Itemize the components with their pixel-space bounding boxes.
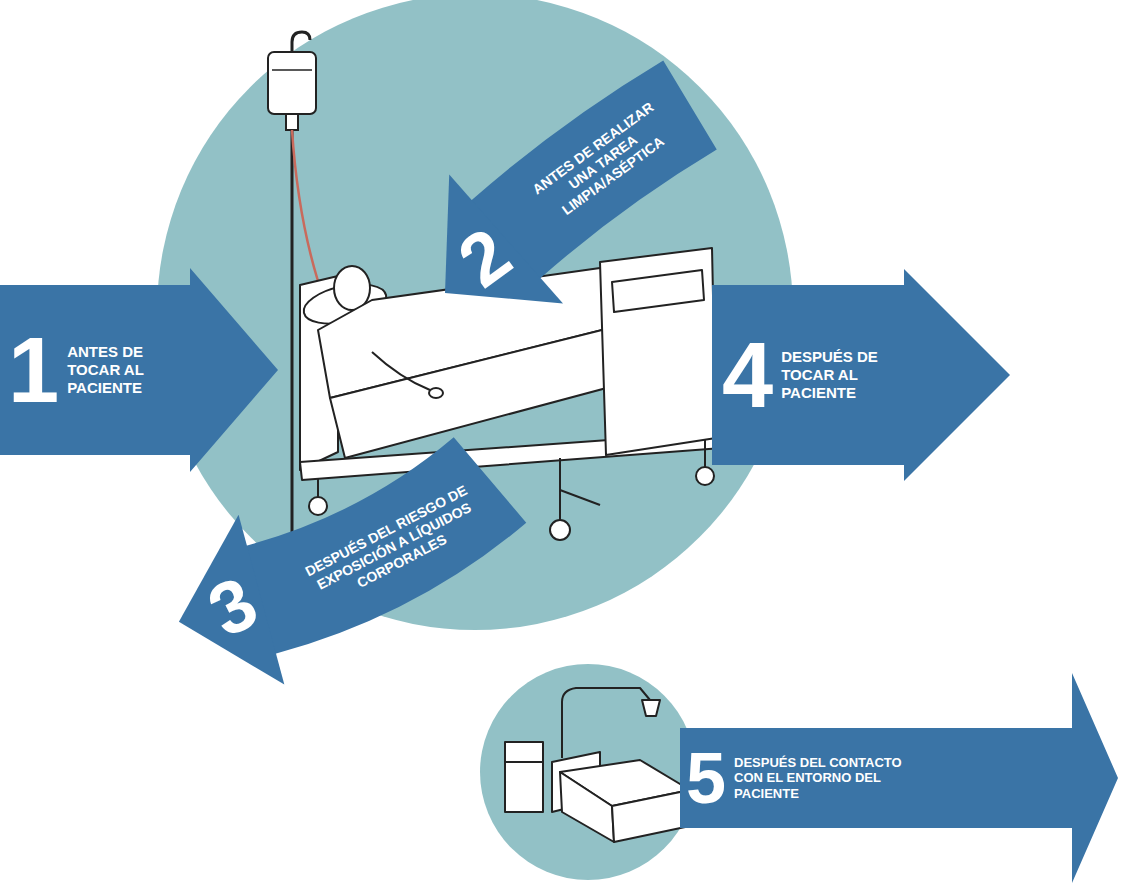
moment-arrow: 2ANTES DE REALIZAR UNA TAREA LIMPIA/ASÉP… [400, 50, 730, 320]
bed-wheel [696, 467, 714, 485]
footboard [600, 248, 716, 455]
iv-bag-mark [272, 69, 312, 71]
moment-number: 1 [8, 324, 59, 416]
moment-number: 5 [686, 742, 726, 814]
lamp-shade [642, 700, 660, 716]
moment-arrow: 4DESPUÉS DE TOCAR AL PACIENTE [712, 268, 1010, 481]
moment-label: DESPUÉS DEL CONTACTO CON EL ENTORNO DEL … [734, 755, 916, 802]
arrow-head [179, 515, 284, 685]
arrow-body [712, 269, 1010, 481]
environment-circle [480, 664, 696, 880]
moment-arrow: 1ANTES DE TOCAR AL PACIENTE [0, 268, 278, 472]
patient-arm [372, 352, 430, 390]
iv-bag [268, 52, 316, 114]
bed-pedal [560, 490, 600, 505]
bed-front [612, 790, 690, 842]
bed-leg [317, 478, 319, 497]
footboard-panel [612, 270, 704, 312]
nightstand-drawer [505, 761, 543, 763]
hook [292, 32, 310, 42]
arrow-body [0, 268, 278, 472]
arrow-content: 4DESPUÉS DE TOCAR AL PACIENTE [712, 285, 893, 465]
empty-bed [505, 688, 690, 842]
bed-side [560, 772, 614, 842]
moment-number: 4 [722, 329, 773, 421]
arrow-content: 1ANTES DE TOCAR AL PACIENTE [0, 285, 179, 455]
bed-wheel [309, 497, 327, 515]
patient-zone-circle [157, 0, 793, 630]
moment-label: DESPUÉS DE TOCAR AL PACIENTE [781, 348, 893, 402]
bed-leg [559, 458, 561, 520]
moment-label: ANTES DE TOCAR AL PACIENTE [67, 343, 179, 397]
arrow-content: 5DESPUÉS DEL CONTACTO CON EL ENTORNO DEL… [680, 728, 916, 828]
moment-arrow: 3DESPUÉS DEL RIESGO DE EXPOSICIÓN A LÍQU… [170, 430, 535, 695]
drip-chamber [286, 114, 298, 130]
lamp-arm [562, 688, 650, 758]
arrow-body [680, 673, 1118, 883]
nightstand [505, 742, 543, 812]
bed-leg [704, 440, 706, 467]
moment-arrow: 5DESPUÉS DEL CONTACTO CON EL ENTORNO DEL… [680, 658, 1118, 883]
patient-hand [429, 388, 443, 398]
bed-wheel [550, 520, 570, 540]
